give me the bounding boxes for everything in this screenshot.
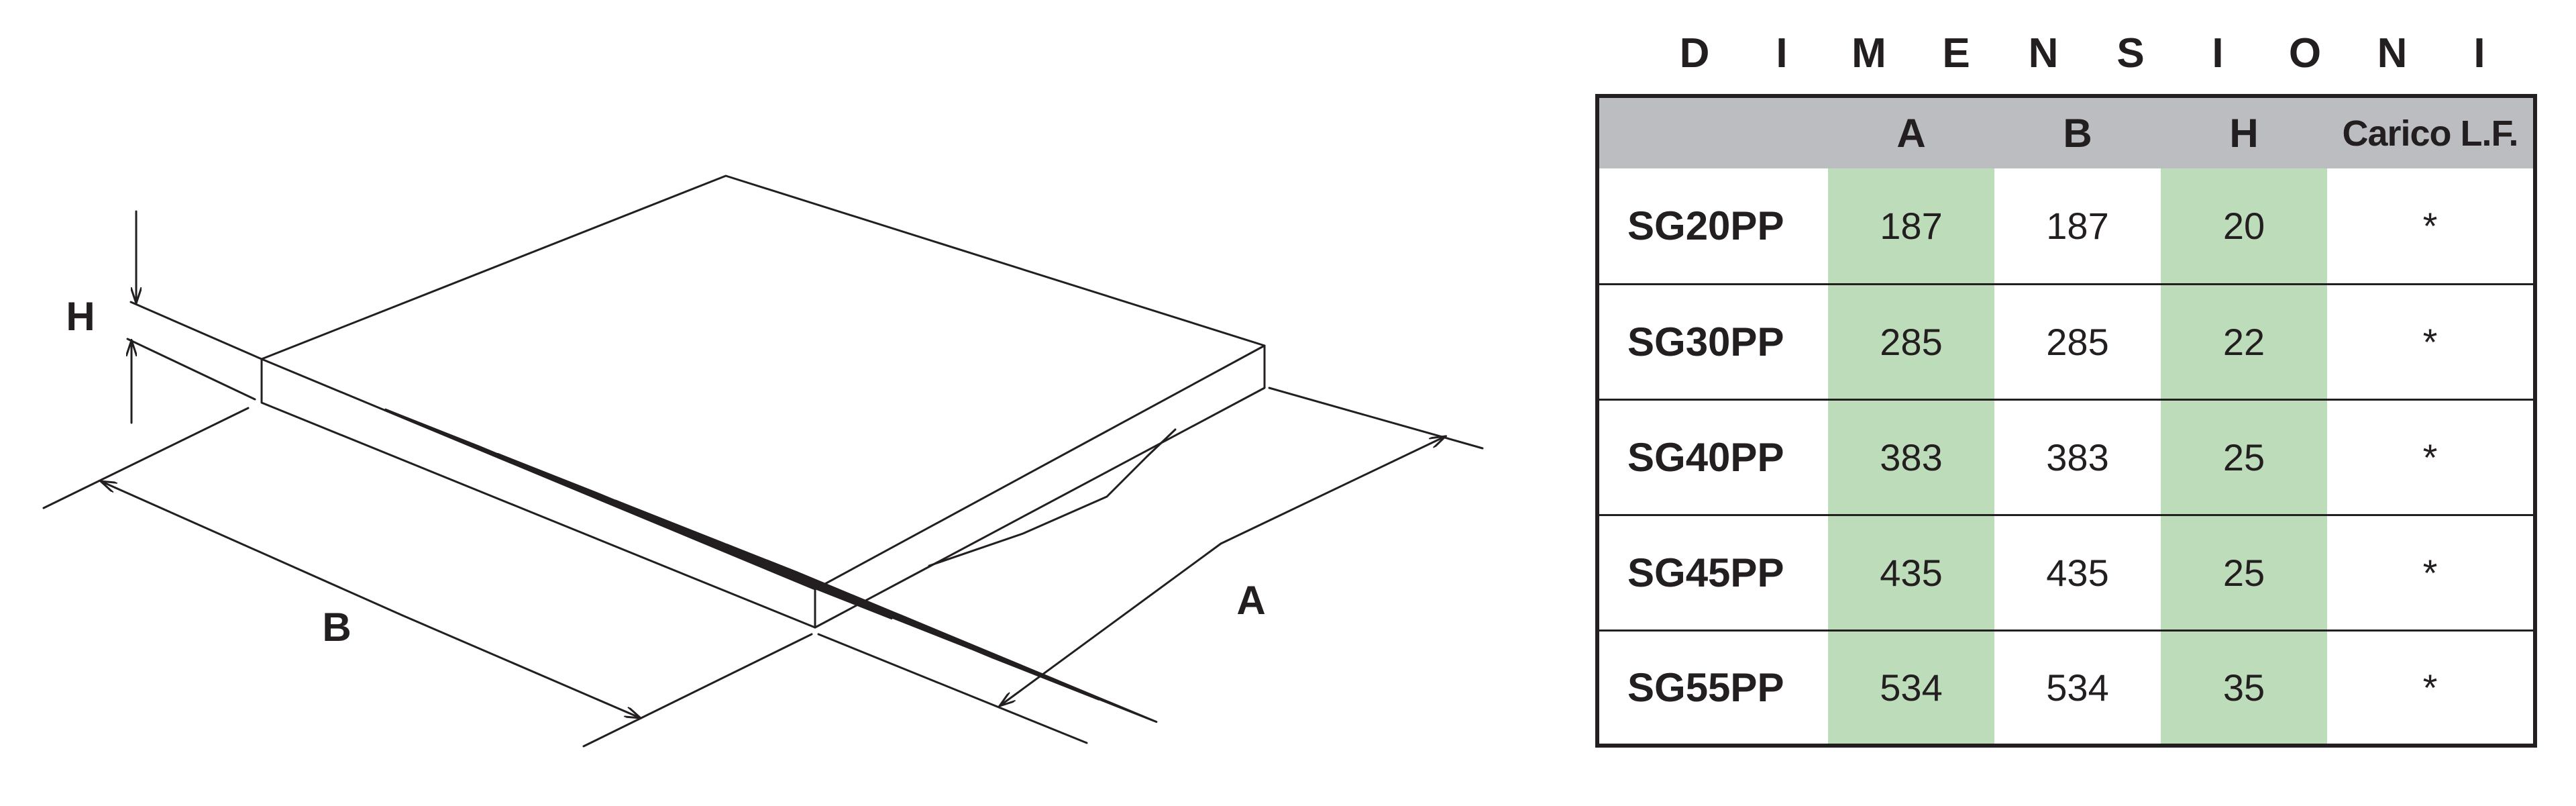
grating-isometric-drawing: H B A (42, 174, 1484, 748)
grating-slot-wall (384, 408, 610, 503)
row-code: SG55PP (1627, 664, 1784, 710)
table-title-letter: S (2116, 30, 2145, 77)
header-h: H (2229, 111, 2259, 156)
header-carico: Carico L.F. (2342, 113, 2518, 154)
a-extension-line-right (1268, 387, 1484, 450)
row-b: 383 (1994, 399, 2161, 516)
row-h: 22 (2161, 284, 2327, 401)
table-title-letter: I (2473, 30, 2485, 77)
row-h: 25 (2161, 399, 2327, 516)
h-extension-line-top (129, 301, 263, 360)
row-code: SG40PP (1597, 399, 1828, 516)
row-code: SG20PP (1597, 168, 1828, 285)
table-row: SG55PP 534 534 35 * (1597, 630, 2535, 746)
b-dimension-arrow-left (101, 481, 404, 617)
table-row: SG45PP 435 435 25 * (1597, 515, 2535, 632)
row-b: 435 (1994, 515, 2161, 632)
dimensions-table: A B H Carico L.F. SG20PP 187 187 20 * SG… (1595, 94, 2537, 748)
row-b: 187 (1994, 168, 2161, 285)
b-label: B (322, 605, 351, 650)
row-load: * (2327, 284, 2535, 401)
table-title-letter: I (1776, 30, 1788, 77)
table-row: SG40PP 383 383 25 * (1597, 399, 2535, 516)
header-b: B (2063, 111, 2092, 156)
b-extension-line-left (42, 407, 250, 509)
grating-slots (384, 408, 1158, 723)
table-title-letter: E (1942, 30, 1970, 77)
header-code (1597, 96, 1828, 168)
row-h: 20 (2161, 168, 2327, 285)
row-h: 25 (2161, 515, 2327, 632)
row-load: * (2327, 399, 2535, 516)
row-load: * (2422, 666, 2438, 709)
row-a: 383 (1828, 399, 1994, 516)
a-dimension-arrow-left (1000, 542, 1222, 706)
table-title-letter: O (2288, 30, 2322, 77)
a-label: A (1236, 578, 1265, 623)
table-title-letter: N (2377, 30, 2408, 77)
grating-underside-rib (928, 428, 1177, 567)
h-extension-line-bottom (126, 338, 256, 401)
row-load: * (2327, 515, 2535, 632)
row-a: 435 (1828, 515, 1994, 632)
grating-slot-wall (614, 499, 867, 606)
row-code: SG45PP (1597, 515, 1828, 632)
a-extension-line-left (817, 633, 1088, 744)
b-dimension-arrow-right (401, 614, 641, 718)
table-title-letter: I (2212, 30, 2224, 77)
row-b: 285 (1994, 284, 2161, 401)
header-a: A (1896, 111, 1926, 156)
a-dimension-arrow-right (1220, 436, 1446, 545)
row-a: 285 (1828, 284, 1994, 401)
h-label: H (66, 294, 95, 339)
grating-top-face (260, 174, 1266, 591)
row-h: 35 (2161, 630, 2327, 746)
row-b: 534 (2046, 666, 2109, 709)
row-a: 187 (1828, 168, 1994, 285)
row-load: * (2327, 168, 2535, 285)
table-title-letter: D (1679, 30, 1710, 77)
grating-slot-wall (496, 453, 771, 568)
row-a: 534 (1828, 630, 1994, 746)
grating-left-face (260, 358, 816, 629)
grating-right-face (814, 344, 1266, 629)
grating-slot-wall (726, 544, 990, 655)
table-title-letter: N (2028, 30, 2059, 77)
table-row: SG20PP 187 187 20 * (1597, 168, 2535, 285)
row-code: SG30PP (1597, 284, 1828, 401)
table-row: SG30PP 285 285 22 * (1597, 284, 2535, 401)
table-header-row: A B H Carico L.F. (1597, 96, 2535, 168)
table-title-letter: M (1851, 30, 1886, 77)
b-extension-line-right (582, 633, 813, 748)
